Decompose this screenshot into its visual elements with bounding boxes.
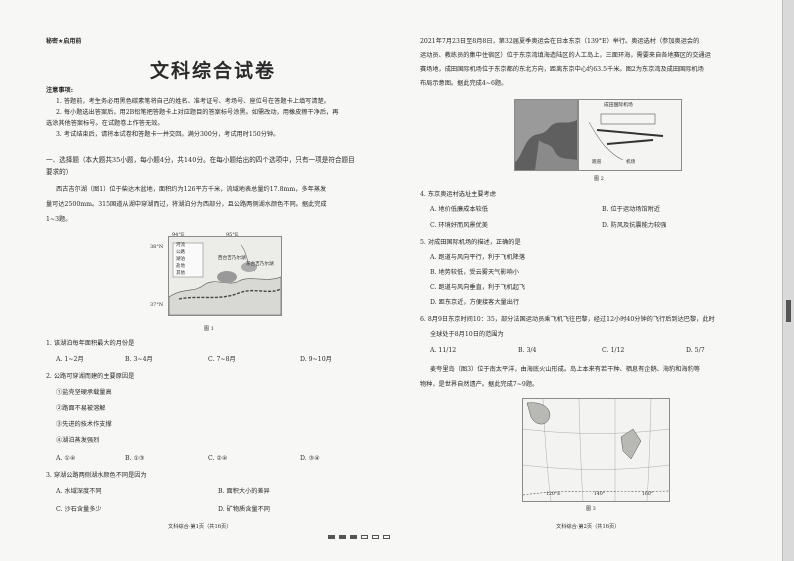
fig1-lon-a: 94°E (172, 232, 185, 238)
figure-2-bay-map (514, 99, 578, 171)
intro-2-line-3: 赛场地，成田国际机场位于东京都的东北方向，距离东京中心约63.5千米。图2为东京… (420, 66, 704, 73)
notes-item-1: 1. 答题前，考生务必用黑色碳素笔将自己的姓名、准考证号、考场号、座位号在答题卡… (56, 98, 330, 105)
q1-option-a: A. 1~2月 (56, 356, 84, 363)
section-heading-cont: 要求的） (46, 168, 73, 176)
q1-option-c: C. 7~8月 (208, 356, 236, 363)
q2-statement-4: ④湖泊蒸发强烈 (56, 437, 100, 444)
fig1-lake-label-1: 西台吉乃尔湖 (218, 256, 246, 261)
fig2-caption: 图 2 (594, 176, 604, 182)
q2-statement-3: ③先进的技术作支撑 (56, 421, 112, 428)
figure-1-map (168, 236, 282, 316)
q2-option-d: D. ③④ (300, 455, 320, 462)
fig3-lon-2: 140° (594, 492, 606, 497)
q5-stem: 5. 对成田国际机场的描述，正确的是 (420, 239, 521, 246)
fig1-lat-b: 37°N (150, 302, 164, 308)
intro-1-line-3: 1~3题。 (46, 216, 72, 223)
q2-option-c: C. ②④ (208, 455, 228, 462)
q3-option-a: A. 水域深度不同 (56, 488, 102, 495)
figure-3-map (522, 398, 670, 502)
fig1-lon-b: 95°E (226, 232, 239, 238)
fig2-legend-airport: 机场 (626, 160, 636, 165)
fig2-inset-title: 成田国际机场 (604, 103, 633, 108)
footer-right: 文科综合·第2页（共16页） (556, 524, 620, 530)
intro-3-line-1: 麦夸里岛（图3）位于南太平洋，由海底火山形成。岛上本来有若干种、栖息有企鹅、海豹… (430, 366, 700, 373)
fig1-lake-label-2: 东台吉乃尔湖 (246, 262, 274, 267)
fig1-caption: 图 1 (204, 326, 214, 332)
q1-option-b: B. 3~4月 (125, 356, 153, 363)
q5-option-a: A. 跑道与风向平行，利于飞机降落 (430, 254, 526, 261)
q6-stem-line-1: 6. 8月9日东京时间10：35，部分法国运动员乘飞机飞往巴黎，经过12小时40… (420, 316, 715, 323)
exam-title: 文科综合试卷 (150, 60, 277, 82)
figure-1-svg (168, 237, 282, 316)
q4-option-a: A. 地价低廉成本较低 (430, 206, 488, 213)
q3-stem: 3. 穿湖公路两侧湖水颜色不同是因为 (46, 472, 147, 479)
q5-option-c: C. 跑道与风向垂直，利于飞机起飞 (430, 284, 526, 291)
notes-heading: 注意事项: (46, 87, 74, 94)
fig3-caption: 图 3 (586, 506, 596, 512)
q5-option-b: B. 地势较低，受云雾天气影响小 (430, 269, 519, 276)
q4-option-b: B. 位于运动场馆附近 (602, 206, 660, 213)
q5-option-d: D. 距东京近，方便接客大量出行 (430, 299, 520, 306)
section-heading: 一、选择题（本大题共35小题，每小题4分，共140分。在每小题给出的四个选项中，… (46, 156, 355, 164)
intro-2-line-4: 布局示意图。据此完成4~6题。 (420, 80, 508, 87)
figure-2-airport-inset (578, 99, 682, 171)
q2-option-b: B. ①③ (125, 455, 145, 462)
q4-option-d: D. 防风及抗震能力较强 (602, 222, 667, 229)
page-binding-marks (328, 524, 418, 539)
q6-option-a: A. 11/12 (430, 347, 457, 354)
q4-stem: 4. 东京奥运村选址主要考虑 (420, 191, 496, 198)
scan-edge-strip (782, 0, 794, 561)
q6-option-c: C. 1/12 (602, 347, 625, 354)
scan-edge-mark (786, 300, 791, 322)
notes-item-2: 2. 每小题选出答案后，用2B铅笔把答题卡上对应题目的答案标号涂黑。如需改动，用… (56, 109, 339, 116)
fig1-legend-2: 公路 (176, 250, 185, 255)
fig1-legend-3: 湖泊 (176, 257, 185, 262)
q6-option-d: D. 5/7 (686, 347, 705, 354)
intro-3-line-2: 物种，是世界自然遗产。据此完成7~9题。 (420, 381, 539, 388)
fig3-lon-1: 120°E (546, 492, 561, 497)
fig3-lon-3: 160° (642, 492, 654, 497)
q3-option-c: C. 沙石含量多少 (56, 506, 102, 513)
q1-stem: 1. 该湖泊每年面积最大的月份是 (46, 340, 135, 347)
q2-option-a: A. ①④ (56, 455, 76, 462)
intro-2-line-2: 运动员、教练员的集中住宿区）位于东京湾填海造陆区的人工岛上，三面环海，需要来自各… (420, 52, 711, 59)
fig1-legend-4: 盐地 (176, 264, 185, 269)
fig1-lat-a: 38°N (150, 244, 164, 250)
q3-option-b: B. 面积大小的差异 (218, 488, 270, 495)
notes-item-2-cont: 选涂其他答案标号。在试题卷上作答无效。 (46, 120, 164, 127)
q6-option-b: B. 3/4 (518, 347, 537, 354)
q2-statement-2: ②路面不易被溶解 (56, 405, 106, 412)
fig1-legend-1: 河流 (176, 243, 185, 248)
q3-option-d: D. 矿物质含量不同 (218, 506, 270, 513)
q1-option-d: D. 9~10月 (300, 356, 332, 363)
secret-mark: 秘密★启用前 (46, 38, 82, 45)
footer-left: 文科综合·第1页（共16页） (168, 524, 232, 530)
q2-statement-1: ①盐壳坚硬承载量高 (56, 389, 112, 396)
q4-option-c: C. 环境好而风景优美 (430, 222, 488, 229)
intro-1-line-1: 西古吉尔湖（图1）位于柴达木盆地，面积约为126平方千米，流域地表总量约17.8… (56, 186, 327, 193)
fig1-legend-5: 其他 (176, 271, 185, 276)
q2-stem: 2. 公路可穿湖而建的主要原因是 (46, 373, 135, 380)
notes-item-3: 3. 考试结束后，请将本试卷和答题卡一并交回。满分300分，考试用时150分钟。 (56, 131, 280, 138)
fig2-legend-runway: 跑道 (592, 160, 602, 165)
intro-1-line-2: 量可达2500mm。315国道从湖中穿湖而过，将湖泊分为西部分，且公路两侧湖水颜… (46, 201, 327, 208)
q6-stem-line-2: 全球处于8月10日的范围为 (430, 331, 504, 338)
intro-2-line-1: 2021年7月23日至8月8日，第32届夏季奥运会在日本东京（139°E）举行。… (420, 38, 700, 45)
